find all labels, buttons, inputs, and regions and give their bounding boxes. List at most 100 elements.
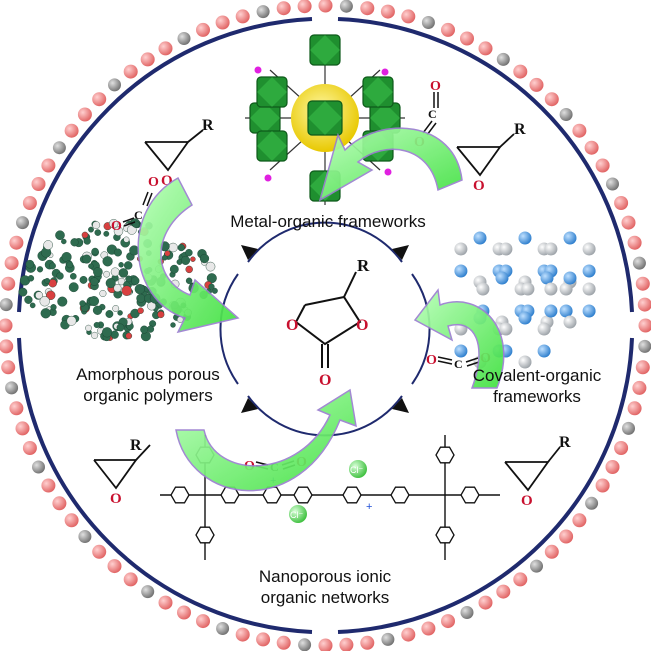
apop-atom bbox=[27, 275, 35, 282]
bead-oxygen bbox=[64, 513, 79, 528]
mof-cluster-facet bbox=[310, 35, 340, 65]
apop-atom bbox=[81, 231, 89, 239]
bead-carbon bbox=[421, 16, 435, 29]
apop-atom bbox=[185, 248, 193, 257]
bead-oxygen bbox=[92, 544, 107, 559]
mof-dot bbox=[254, 66, 262, 74]
apop-atom bbox=[92, 221, 101, 230]
bead-carbon bbox=[78, 530, 92, 543]
bead-oxygen bbox=[478, 41, 493, 56]
epoxide-bl-r: R bbox=[130, 437, 142, 454]
co2-top-left: O C O bbox=[111, 175, 159, 234]
cof-node bbox=[518, 231, 532, 245]
apop-atom bbox=[134, 284, 145, 295]
apop-atom bbox=[136, 293, 146, 303]
bead-carbon bbox=[298, 638, 312, 651]
bead-oxygen bbox=[123, 572, 138, 587]
epoxide-bottom-right bbox=[504, 446, 561, 492]
cof-node bbox=[582, 304, 596, 318]
bead-carbon bbox=[216, 622, 230, 635]
apop-atom bbox=[117, 277, 126, 286]
bead-oxygen bbox=[215, 15, 230, 30]
bead-oxygen bbox=[196, 614, 210, 629]
bead-oxygen bbox=[627, 235, 642, 250]
cof-node bbox=[582, 264, 596, 278]
outer-ring-arc-top-left bbox=[17, 17, 313, 313]
apop-atom bbox=[116, 323, 125, 332]
apop-atom bbox=[110, 267, 120, 277]
bead-oxygen bbox=[41, 478, 56, 493]
bead-oxygen bbox=[31, 177, 46, 191]
mof-cluster-facet bbox=[257, 131, 287, 161]
cof-node bbox=[563, 315, 577, 329]
cof-node bbox=[454, 264, 468, 278]
chloride-label-2: Cl⁻ bbox=[290, 510, 303, 520]
nion-ring bbox=[342, 486, 362, 504]
apop-atom bbox=[82, 254, 92, 264]
bead-oxygen bbox=[441, 614, 455, 629]
bead-carbon bbox=[496, 52, 510, 66]
apop-atom bbox=[140, 325, 149, 334]
label-apop-line2: organic polymers bbox=[83, 386, 213, 405]
outer-ring-arc-bottom-left bbox=[17, 337, 313, 634]
apop-atom bbox=[103, 270, 110, 278]
label-cof-line2: frameworks bbox=[493, 387, 581, 406]
apop-atom bbox=[93, 267, 103, 277]
cof-node bbox=[563, 271, 577, 285]
label-mof: Metal-organic frameworks bbox=[230, 212, 426, 231]
apop-atom bbox=[161, 254, 168, 261]
chloride-label-1: Cl⁻ bbox=[350, 465, 363, 475]
nion-ring bbox=[293, 486, 313, 504]
bead-oxygen bbox=[637, 297, 651, 312]
apop-atom bbox=[85, 324, 92, 332]
bead-carbon bbox=[16, 216, 29, 230]
apop-atom bbox=[170, 322, 176, 328]
bead-oxygen bbox=[276, 1, 291, 16]
cof-node bbox=[537, 344, 551, 358]
apop-atom bbox=[18, 287, 28, 297]
apop-atom bbox=[118, 268, 129, 278]
apop-atom bbox=[29, 302, 36, 309]
apop-atom bbox=[70, 272, 77, 280]
cof-node bbox=[476, 282, 490, 296]
mof-dot bbox=[381, 68, 389, 76]
bead-oxygen bbox=[627, 401, 642, 416]
bead-oxygen bbox=[572, 123, 587, 138]
apop-atom bbox=[43, 240, 54, 250]
cof-node bbox=[563, 231, 577, 245]
bead-oxygen bbox=[632, 380, 647, 395]
bead-oxygen bbox=[41, 158, 56, 173]
marker-bottom-right bbox=[392, 398, 409, 413]
svg-text:O: O bbox=[148, 175, 159, 190]
apop-atom bbox=[55, 230, 65, 240]
bead-carbon bbox=[632, 256, 646, 270]
green-arrows bbox=[137, 127, 505, 492]
apop-atom bbox=[105, 278, 116, 289]
bead-oxygen bbox=[318, 638, 333, 651]
bead-carbon bbox=[256, 5, 270, 19]
nion-ring bbox=[390, 486, 410, 504]
bead-carbon bbox=[108, 78, 121, 92]
bead-oxygen bbox=[123, 64, 138, 79]
apop-atom bbox=[208, 283, 215, 290]
apop-atom bbox=[121, 285, 132, 296]
bead-oxygen bbox=[401, 627, 416, 642]
bead-oxygen bbox=[9, 235, 24, 250]
apop-atom bbox=[61, 238, 67, 245]
bead-oxygen bbox=[595, 478, 610, 493]
bead-carbon bbox=[530, 559, 543, 573]
bead-oxygen bbox=[0, 318, 13, 333]
epoxide-tl-o: O bbox=[161, 173, 173, 189]
apop-atom bbox=[113, 226, 124, 236]
apop-atom bbox=[117, 310, 123, 316]
mof-cluster-facet bbox=[308, 101, 342, 135]
bead-carbon bbox=[177, 32, 191, 45]
bead-oxygen bbox=[158, 41, 173, 56]
cof-node bbox=[454, 242, 468, 256]
bead-oxygen bbox=[196, 22, 210, 37]
apop-atom bbox=[88, 263, 94, 269]
apop-atom bbox=[93, 322, 100, 329]
epoxide-top-right bbox=[456, 133, 515, 177]
